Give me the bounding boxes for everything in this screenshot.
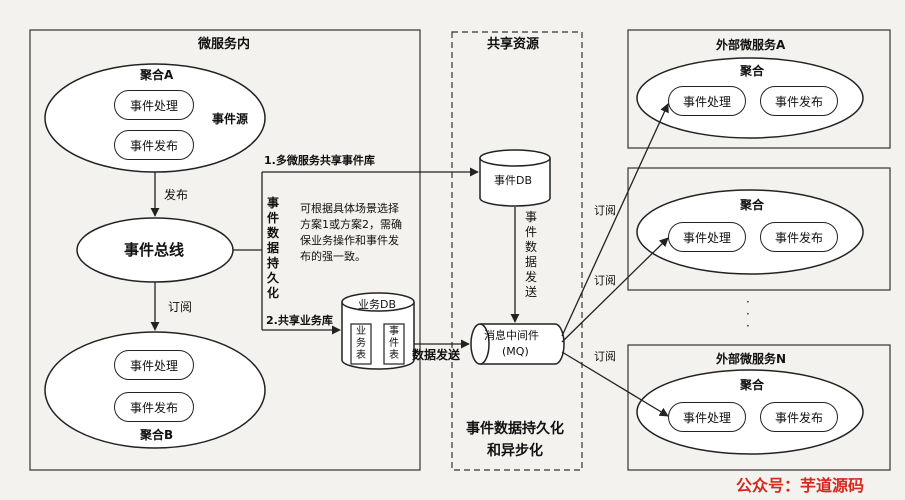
- external-service-a-publish-pill: 事件发布: [760, 86, 838, 116]
- persistence-note-line-1: 可根据具体场景选择: [300, 202, 399, 215]
- data-send-label: 数据发送: [412, 348, 461, 362]
- aggregate-a-publish-pill: 事件发布: [114, 130, 194, 160]
- subscribe-label-2: 订阅: [594, 274, 616, 287]
- subscribe-arrow-n: [561, 351, 669, 417]
- business-table-box: [350, 323, 372, 365]
- event-send-vertical-label: 事件数据发送: [524, 210, 537, 299]
- external-a-aggregate-ellipse: [636, 57, 864, 139]
- more-services-dots: · · ·: [746, 295, 750, 333]
- subscribe-label: 订阅: [168, 300, 193, 314]
- shared-resources-title: 共享资源: [487, 37, 540, 52]
- shared-footer-line-2: 和异步化: [487, 443, 543, 459]
- external-service-a-handle-pill: 事件处理: [668, 86, 746, 116]
- external-2-aggregate-ellipse: [636, 189, 864, 275]
- event-source-label: 事件源: [212, 112, 249, 126]
- mq-cylinder: [470, 323, 565, 365]
- external-n-aggregate-ellipse: [636, 369, 864, 455]
- external-service-a-title: 外部微服务A: [716, 38, 786, 52]
- aggregate-b-handle-pill: 事件处理: [114, 350, 194, 380]
- external-service-2-aggregate: 聚合: [740, 198, 765, 212]
- microservice-title: 微服务内: [198, 37, 251, 52]
- publish-label: 发布: [164, 188, 189, 202]
- persistence-note-line-3: 保业务操作和事件发: [300, 234, 399, 247]
- option2-label: 2.共享业务库: [266, 314, 333, 327]
- event-db-cylinder: [479, 149, 551, 207]
- subscribe-label-n: 订阅: [594, 350, 616, 363]
- persistence-note-line-4: 布的强一致。: [300, 250, 366, 263]
- shared-resources-container: [451, 31, 583, 471]
- watermark-text: 公众号：芋道源码: [736, 476, 865, 495]
- shared-footer-line-1: 事件数据持久化: [466, 421, 564, 437]
- business-table-label: 业务表: [356, 326, 366, 361]
- event-db-label: 事件DB: [494, 174, 533, 187]
- aggregate-a-handle-pill: 事件处理: [114, 90, 194, 120]
- business-db-cylinder: [341, 292, 415, 370]
- option1-label: 1.多微服务共享事件库: [264, 154, 375, 167]
- external-service-n-aggregate: 聚合: [740, 378, 765, 392]
- mq-label-line-1: 消息中间件: [484, 329, 539, 342]
- mq-label-line-2: (MQ): [502, 345, 529, 358]
- external-service-2-publish-pill: 事件发布: [760, 222, 838, 252]
- subscribe-arrow-a: [561, 103, 669, 337]
- event-bus-label: 事件总线: [124, 241, 185, 259]
- aggregate-a-title: 聚合A: [140, 68, 174, 82]
- persistence-note-line-2: 方案1或方案2，需确: [300, 218, 402, 231]
- aggregate-b-publish-pill: 事件发布: [114, 392, 194, 422]
- business-db-label: 业务DB: [358, 298, 397, 311]
- event-table-box: [383, 323, 405, 365]
- external-service-2-handle-pill: 事件处理: [668, 222, 746, 252]
- external-service-n-handle-pill: 事件处理: [668, 402, 746, 432]
- aggregate-b-title: 聚合B: [140, 428, 174, 442]
- external-service-a-aggregate: 聚合: [740, 64, 765, 78]
- aggregate-b-ellipse: [44, 331, 266, 449]
- subscribe-label-a: 订阅: [594, 204, 616, 217]
- event-table-label: 事件表: [389, 326, 399, 361]
- subscribe-arrow-2: [561, 237, 669, 343]
- external-service-n-publish-pill: 事件发布: [760, 402, 838, 432]
- persistence-vertical-label: 事件数据持久化: [266, 196, 279, 300]
- external-service-n-title: 外部微服务N: [716, 352, 787, 366]
